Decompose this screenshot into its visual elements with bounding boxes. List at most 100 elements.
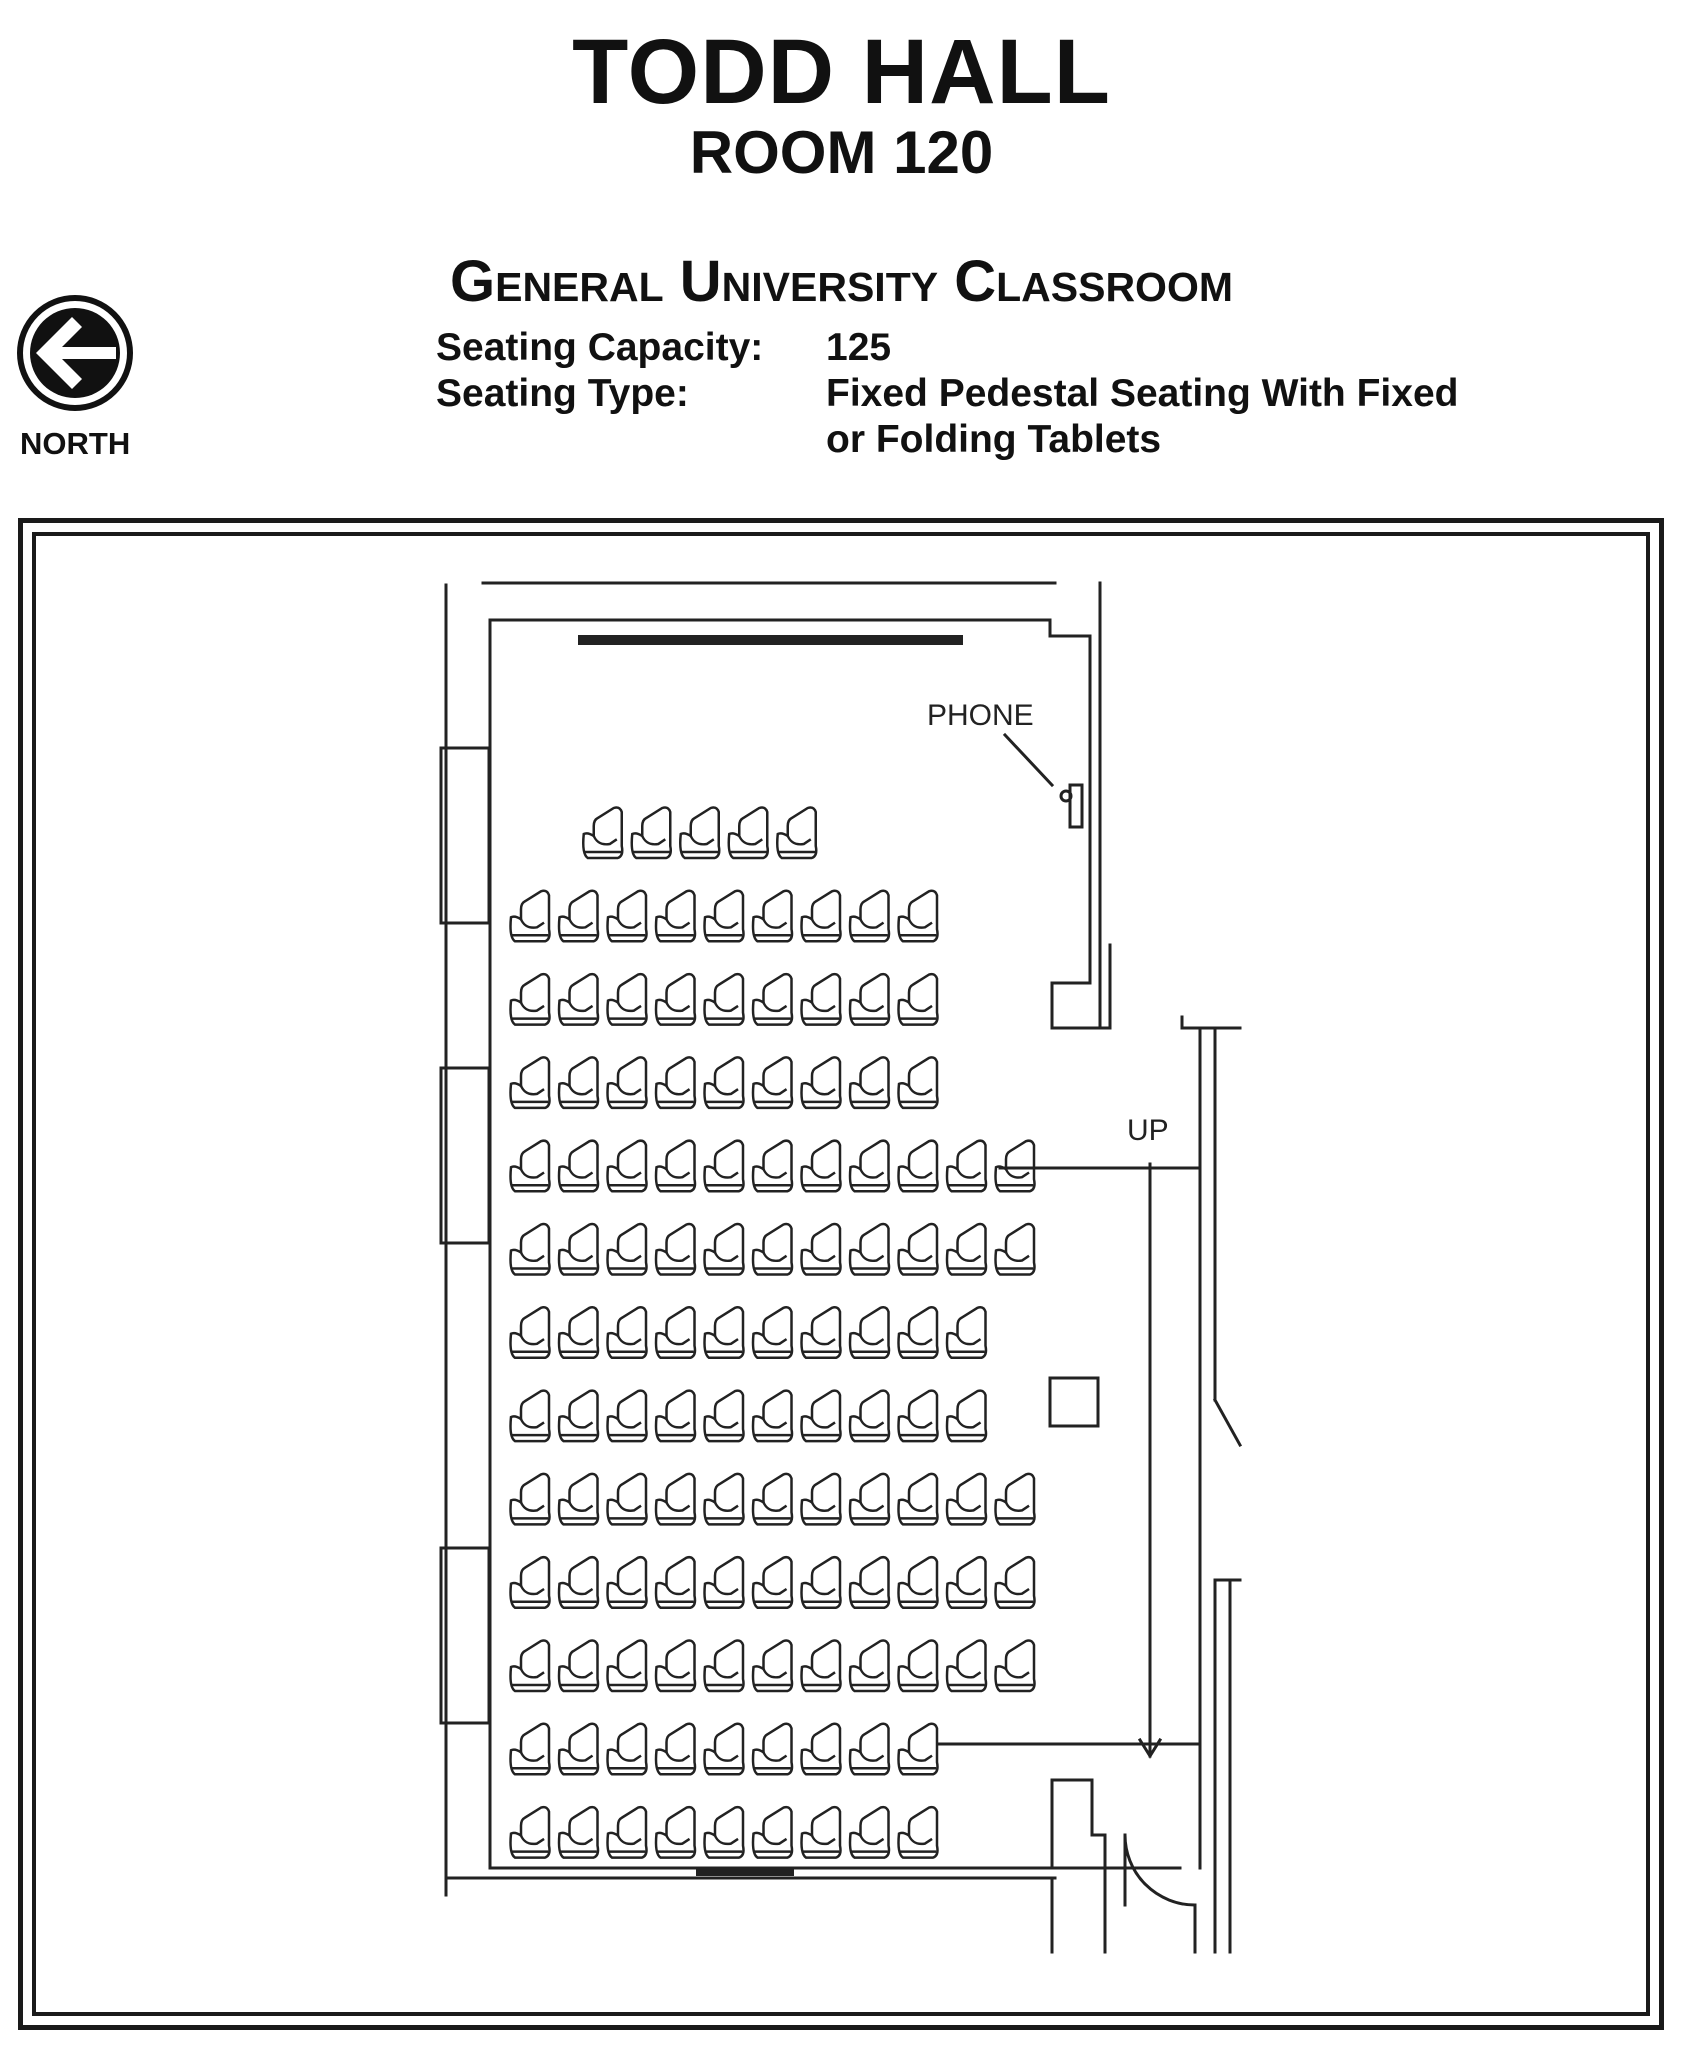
windows xyxy=(439,746,491,1725)
seat xyxy=(945,1472,988,1526)
seat xyxy=(897,1722,939,1776)
north-arrow-icon xyxy=(17,295,133,411)
seat xyxy=(654,889,697,943)
seat-row xyxy=(509,1722,939,1776)
seat-row xyxy=(509,972,939,1026)
seat xyxy=(945,1139,988,1193)
seat xyxy=(751,1222,794,1276)
seat xyxy=(654,1555,697,1609)
seat xyxy=(800,1472,842,1526)
seat xyxy=(509,1472,551,1526)
seat xyxy=(897,1805,939,1859)
seat xyxy=(751,972,794,1026)
seat xyxy=(848,972,891,1026)
seat xyxy=(848,1555,891,1609)
seat xyxy=(509,1805,551,1859)
seat xyxy=(582,806,624,860)
room-type: General University Classroom xyxy=(449,249,1233,314)
seat xyxy=(848,1056,891,1110)
seat xyxy=(509,1139,551,1193)
seat xyxy=(848,1805,891,1859)
room-number: ROOM 120 xyxy=(689,119,994,186)
seat xyxy=(557,1056,600,1110)
seat xyxy=(897,1639,939,1693)
seat xyxy=(848,1139,891,1193)
seat xyxy=(751,1805,794,1859)
seat xyxy=(654,972,697,1026)
seat xyxy=(606,1306,648,1360)
seat xyxy=(800,1639,842,1693)
seat-row xyxy=(582,806,818,860)
seat xyxy=(945,1555,988,1609)
seat xyxy=(606,1639,648,1693)
seat xyxy=(800,1805,842,1859)
seat xyxy=(751,1639,794,1693)
plan-frame-inner xyxy=(32,532,1650,2016)
seat xyxy=(654,1222,697,1276)
seat xyxy=(994,1555,1036,1609)
seat xyxy=(703,1389,745,1443)
seat xyxy=(800,1389,842,1443)
seat xyxy=(751,1472,794,1526)
seat xyxy=(509,1222,551,1276)
seat xyxy=(509,1639,551,1693)
seat xyxy=(703,1139,745,1193)
seat-row xyxy=(509,1805,939,1859)
seat xyxy=(945,1389,988,1443)
seat xyxy=(606,1555,648,1609)
seat xyxy=(776,806,818,860)
seat xyxy=(606,1472,648,1526)
seat xyxy=(848,1389,891,1443)
seat xyxy=(606,1056,648,1110)
seat xyxy=(654,1472,697,1526)
seat xyxy=(848,1722,891,1776)
seating-type-label: Seating Type: xyxy=(436,372,689,415)
seat xyxy=(848,1472,891,1526)
seat xyxy=(557,1306,600,1360)
seat xyxy=(654,1139,697,1193)
seat xyxy=(800,1306,842,1360)
seat xyxy=(751,1555,794,1609)
seat xyxy=(509,1722,551,1776)
seat xyxy=(945,1639,988,1693)
seat xyxy=(654,1306,697,1360)
seat xyxy=(654,1056,697,1110)
plan-frame xyxy=(18,518,1664,2030)
seat xyxy=(994,1639,1036,1693)
seat xyxy=(751,1389,794,1443)
seat xyxy=(751,1306,794,1360)
seat xyxy=(848,1639,891,1693)
seat xyxy=(897,1139,939,1193)
seat xyxy=(557,972,600,1026)
seat xyxy=(557,1472,600,1526)
seat xyxy=(751,1139,794,1193)
seat xyxy=(703,1805,745,1859)
seat xyxy=(703,1555,745,1609)
seating-area xyxy=(509,806,1036,1859)
seat xyxy=(703,972,745,1026)
seat xyxy=(509,1056,551,1110)
seat xyxy=(630,806,672,860)
seat xyxy=(654,1639,697,1693)
seat-row xyxy=(509,1306,988,1360)
seat xyxy=(848,1306,891,1360)
seat xyxy=(897,1306,939,1360)
seat xyxy=(703,889,745,943)
seat-row xyxy=(509,1389,988,1443)
seat xyxy=(703,1056,745,1110)
seat xyxy=(751,889,794,943)
seat xyxy=(800,1222,842,1276)
seat xyxy=(654,1389,697,1443)
seat xyxy=(994,1139,1036,1193)
seat xyxy=(897,1056,939,1110)
building-name: TODD HALL xyxy=(572,21,1111,123)
seat-row xyxy=(509,1472,1036,1526)
ramp-up-label: UP xyxy=(1127,1114,1169,1147)
seat xyxy=(557,889,600,943)
seat xyxy=(751,1056,794,1110)
seat xyxy=(800,972,842,1026)
seat xyxy=(509,1306,551,1360)
seat xyxy=(897,1389,939,1443)
seat xyxy=(557,1222,600,1276)
seat xyxy=(994,1472,1036,1526)
